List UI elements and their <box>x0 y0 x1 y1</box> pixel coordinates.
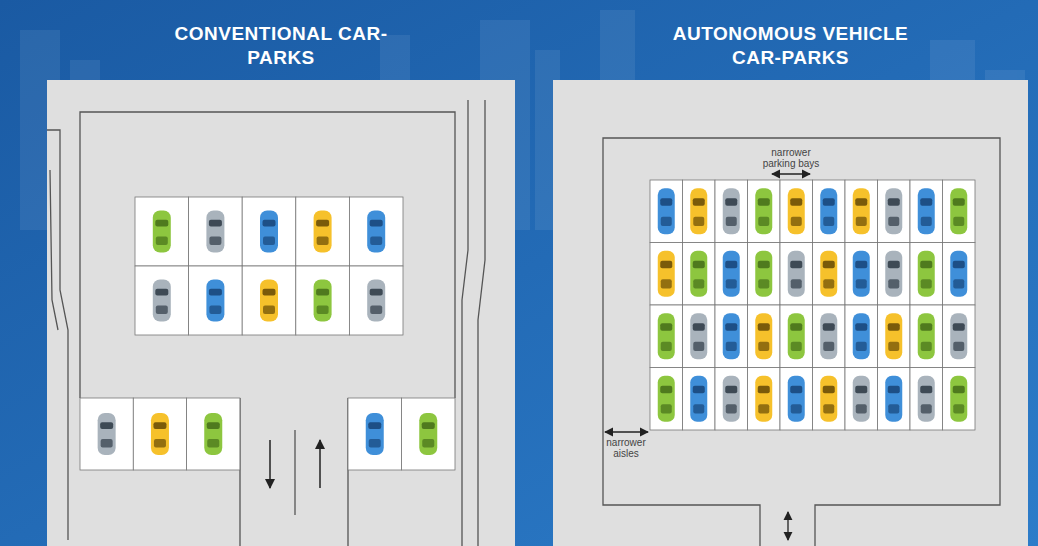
car-park-panel: CONVENTIONAL CAR-PARKS <box>47 80 515 546</box>
parked-cars <box>80 180 975 470</box>
panel-heading: AUTONOMOUS VEHICLE CAR-PARKS <box>553 22 1028 70</box>
flow-arrows <box>270 440 320 488</box>
road-lines <box>603 138 1000 546</box>
road-lines <box>47 100 485 546</box>
panel-ground <box>553 80 1028 546</box>
dimension-label: narrower aisles <box>603 437 649 459</box>
panel-heading: CONVENTIONAL CAR-PARKS <box>47 22 515 70</box>
panel-ground <box>47 80 515 546</box>
dimension-arrows <box>605 174 810 540</box>
dimension-label: narrower parking bays <box>755 147 827 169</box>
